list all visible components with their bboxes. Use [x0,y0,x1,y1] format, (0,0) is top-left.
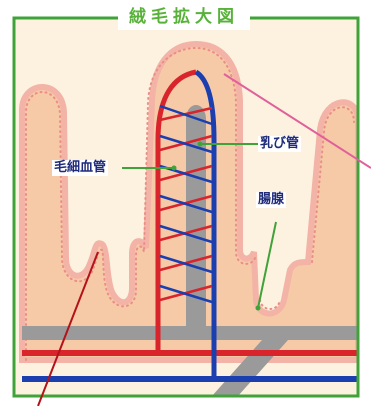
label-intestinal-gland: 腸腺 [256,192,286,208]
gland-dot [256,306,261,311]
vein-base [22,376,358,382]
artery-base [22,350,358,356]
diagram-title: 絨毛拡大図 [118,4,250,30]
lacteal-dot [198,142,203,147]
label-capillary: 毛細血管 [52,160,108,176]
capillary-dot [172,166,177,171]
label-lacteal: 乳び管 [258,136,301,152]
